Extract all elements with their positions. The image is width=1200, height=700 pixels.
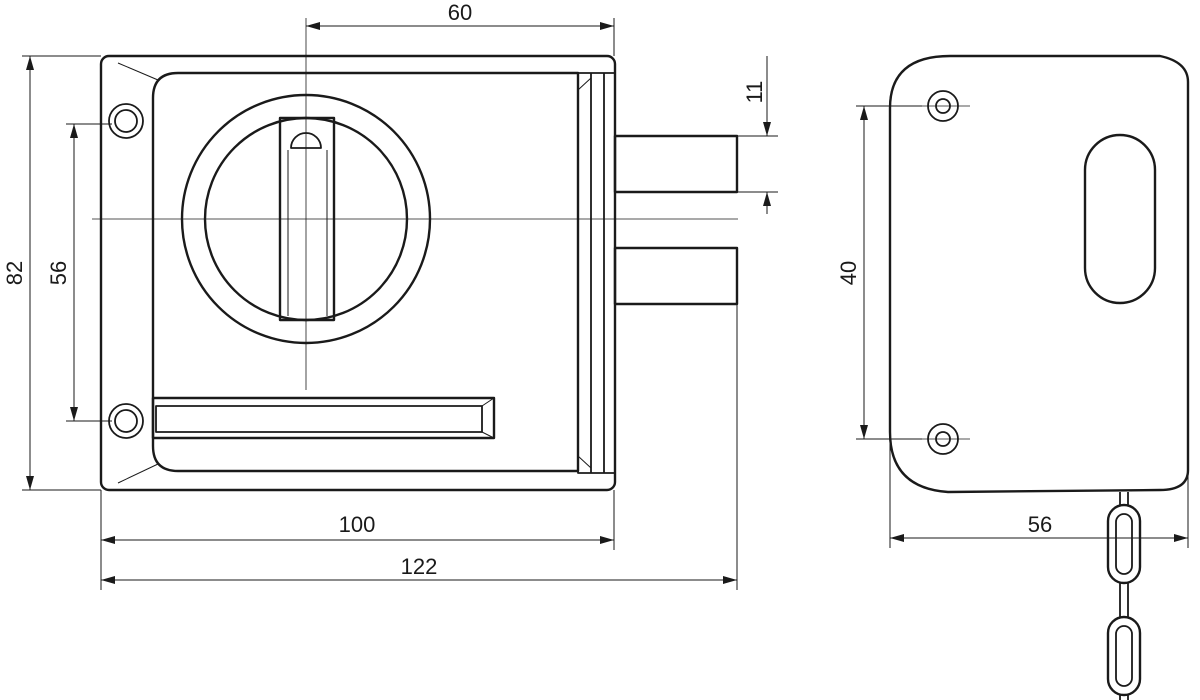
side-screw-hole-bottom xyxy=(922,423,970,455)
side-keyhole-slot xyxy=(1083,133,1157,305)
screw-hole-top xyxy=(108,103,144,139)
dim-bolt-height-label: 11 xyxy=(742,81,767,104)
slide-window-outer xyxy=(151,396,496,440)
dim-overall-width-label: 122 xyxy=(401,554,438,579)
edge-rail-bevel-top xyxy=(577,77,592,91)
dim-body-width-label: 100 xyxy=(339,512,376,537)
dim-hole-spacing-side-label: 40 xyxy=(836,261,861,285)
slide-window-inner xyxy=(155,405,483,433)
front-view xyxy=(92,18,739,492)
slide-window-end-a xyxy=(481,397,495,407)
dim-overall-height-label: 82 xyxy=(2,261,27,285)
front-outer-case xyxy=(99,54,617,492)
chain-link xyxy=(1106,615,1142,697)
screw-hole-bottom xyxy=(108,403,144,439)
upper-bolt xyxy=(613,134,739,194)
corner-line-bottom xyxy=(117,463,159,484)
lower-bolt xyxy=(613,246,739,306)
knob-indicator-icon xyxy=(290,132,322,149)
dim-hole-spacing-front-label: 56 xyxy=(46,261,71,285)
edge-rail-outer xyxy=(577,72,616,474)
dim-side-depth-label: 56 xyxy=(1028,512,1052,537)
corner-line-top xyxy=(117,62,159,81)
chain xyxy=(1106,492,1142,700)
front-inner-panel xyxy=(151,71,580,473)
edge-rail-bevel-bottom xyxy=(577,455,592,469)
chain-link xyxy=(1106,503,1142,585)
dim-top-width-label: 60 xyxy=(448,0,472,25)
side-dimensions: 40 56 xyxy=(836,105,1189,548)
side-screw-hole-top xyxy=(922,90,970,122)
front-dimensions: 60 11 82 56 100 122 xyxy=(2,0,778,590)
slide-window-end-b xyxy=(481,431,495,439)
side-body-outline xyxy=(888,54,1190,494)
side-view xyxy=(888,54,1190,700)
